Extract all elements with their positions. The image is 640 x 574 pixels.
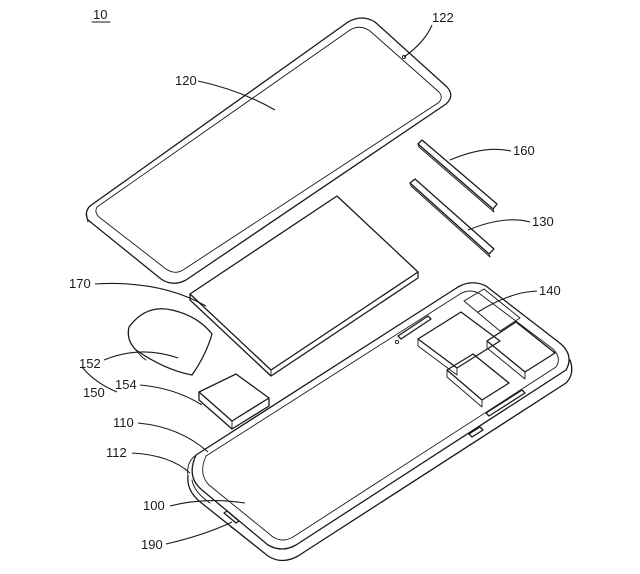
housing-110 (187, 282, 573, 562)
battery-170 (189, 195, 419, 377)
label-140: 140 (539, 283, 561, 298)
strip-130 (409, 178, 495, 258)
label-110: 110 (113, 415, 134, 430)
leader-160 (449, 148, 512, 161)
leader-152 (103, 351, 179, 361)
label-112: 112 (106, 445, 127, 460)
part-152 (127, 308, 213, 376)
part-154 (198, 373, 270, 430)
leader-154 (139, 384, 203, 406)
leader-100 (169, 500, 246, 507)
leader-150 (81, 366, 118, 393)
display-panel-120 (85, 17, 452, 284)
label-150: 150 (83, 385, 105, 400)
leader-170 (94, 282, 207, 307)
label-152: 152 (79, 356, 101, 371)
label-170: 170 (69, 276, 91, 291)
leader-120 (197, 80, 276, 111)
camera-hole-122 (401, 54, 407, 60)
label-120: 120 (175, 73, 197, 88)
label-130: 130 (532, 214, 554, 229)
leader-140 (477, 290, 538, 313)
label-154: 154 (115, 377, 137, 392)
leader-130 (467, 219, 531, 231)
label-122: 122 (432, 10, 454, 25)
leader-190 (165, 521, 233, 545)
leader-122 (403, 24, 433, 58)
leader-112 (131, 452, 191, 474)
label-160: 160 (513, 143, 535, 158)
strip-160 (417, 139, 498, 213)
figure-number: 10 (93, 7, 107, 22)
label-190: 190 (141, 537, 163, 552)
label-100: 100 (143, 498, 165, 513)
leader-110 (137, 422, 209, 453)
